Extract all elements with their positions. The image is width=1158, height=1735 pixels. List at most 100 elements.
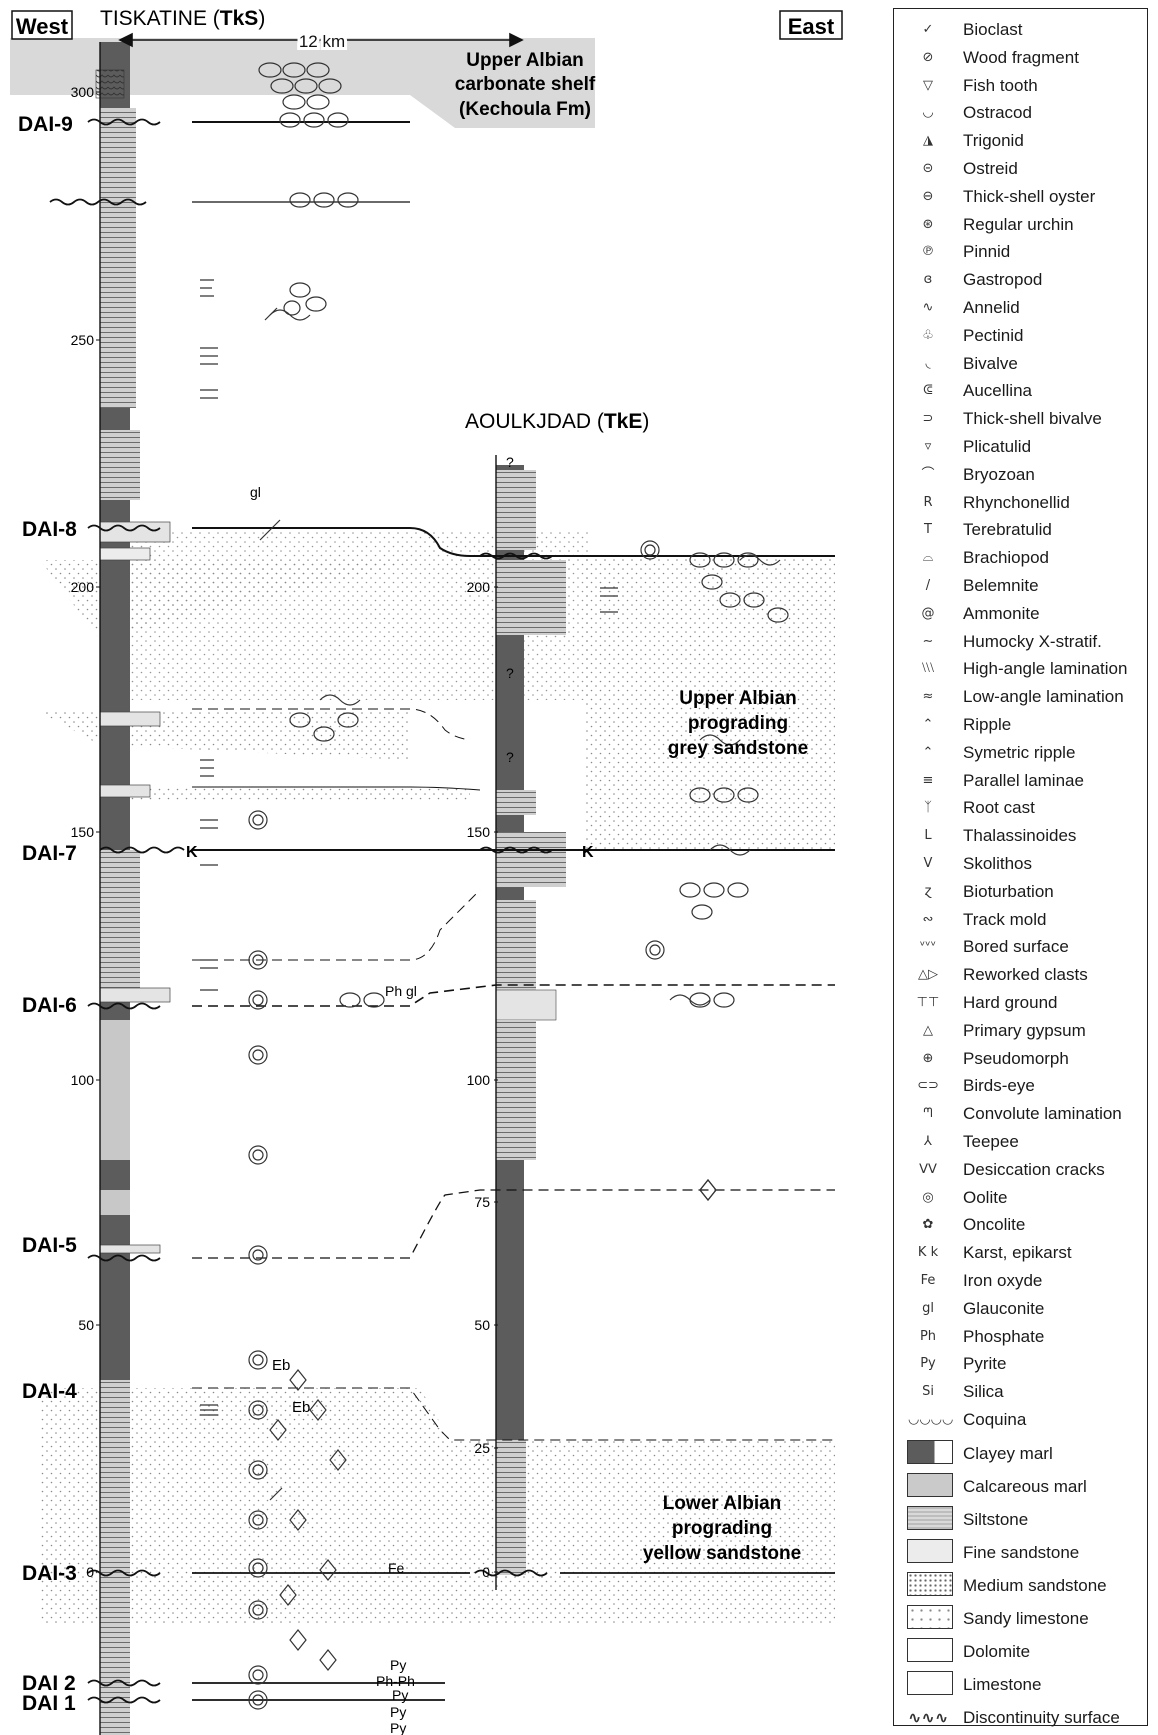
legend-row: ⌒Bryozoan bbox=[894, 462, 1149, 488]
legend-row: ▿Plicatulid bbox=[894, 434, 1149, 460]
phosphate-glauconite-label: Ph gl bbox=[385, 983, 417, 999]
legend-lithology-row: Sandy limestone bbox=[894, 1604, 1149, 1634]
legend-row: ⊝Ostreid bbox=[894, 156, 1149, 182]
eb-label-2: Eb bbox=[292, 1399, 310, 1416]
legend-label: Convolute lamination bbox=[963, 1104, 1122, 1124]
lithology-swatch bbox=[907, 1440, 953, 1464]
legend-symbol-icon: ∿ bbox=[908, 298, 948, 318]
legend-row: /Belemnite bbox=[894, 573, 1149, 599]
glauconite-label: gl bbox=[250, 484, 261, 500]
legend-label: Gastropod bbox=[963, 270, 1042, 290]
legend-label: Low-angle lamination bbox=[963, 687, 1124, 707]
legend-symbol-icon: ◮ bbox=[908, 131, 948, 151]
legend-discontinuity-row: ∿∿∿Discontinuity surface bbox=[894, 1705, 1149, 1731]
legend-lithology-label: Dolomite bbox=[963, 1642, 1030, 1662]
legend-symbol-icon: @ bbox=[908, 604, 948, 624]
legend-symbol-icon: ✓ bbox=[908, 20, 948, 40]
legend-symbol-icon: Ph bbox=[908, 1327, 948, 1347]
py-label-4: Py bbox=[390, 1720, 406, 1735]
legend-symbol-icon: V bbox=[908, 854, 948, 874]
py-label-3: Py bbox=[390, 1704, 406, 1720]
legend-label: Bryozoan bbox=[963, 465, 1035, 485]
legend-label: Bioturbation bbox=[963, 882, 1054, 902]
tke-tick-75: 75 bbox=[474, 1194, 490, 1210]
legend-row: ∿Annelid bbox=[894, 295, 1149, 321]
legend-symbol-icon: ⅄ bbox=[908, 1132, 948, 1152]
legend-label: Birds-eye bbox=[963, 1076, 1035, 1096]
legend-row: ∼Humocky X-stratif. bbox=[894, 629, 1149, 655]
karst-west: K bbox=[186, 844, 198, 861]
legend-symbol-icon: ⊘ bbox=[908, 48, 948, 68]
tke-tick-25: 25 bbox=[474, 1440, 490, 1456]
legend-label: Ostracod bbox=[963, 103, 1032, 123]
legend-row: ⊕Pseudomorph bbox=[894, 1046, 1149, 1072]
legend-symbol-icon: T bbox=[908, 520, 948, 540]
tke-scale-labels: 200 150 100 75 50 25 0 bbox=[467, 579, 491, 1580]
surface-dai-1: DAI 1 bbox=[22, 1692, 76, 1715]
question-mark-1: ? bbox=[506, 454, 514, 470]
legend-symbol-icon: / bbox=[908, 576, 948, 596]
legend-row: ◡Ostracod bbox=[894, 100, 1149, 126]
legend-symbol-icon: △ bbox=[908, 1021, 948, 1041]
legend-label: Ammonite bbox=[963, 604, 1040, 624]
legend-label: Teepee bbox=[963, 1132, 1019, 1152]
legend-symbol-icon: ⊝ bbox=[908, 159, 948, 179]
legend-row: ⌃Ripple bbox=[894, 712, 1149, 738]
tks-title: TISKATINE (TkS) bbox=[100, 7, 265, 30]
legend-symbol-icon: ⊕ bbox=[908, 1049, 948, 1069]
legend-lithology-row: Fine sandstone bbox=[894, 1538, 1149, 1568]
legend-lithology-row: Medium sandstone bbox=[894, 1571, 1149, 1601]
legend-symbol-icon: ⊤⊤ bbox=[908, 993, 948, 1013]
legend-label: Pinnid bbox=[963, 242, 1010, 262]
legend-lithology-label: Fine sandstone bbox=[963, 1543, 1079, 1563]
tks-scale-labels: 300 250 200 150 100 50 0 bbox=[71, 84, 95, 1580]
legend-row: ♧Pectinid bbox=[894, 323, 1149, 349]
legend-label: Phosphate bbox=[963, 1327, 1044, 1347]
lithology-swatch bbox=[907, 1473, 953, 1497]
tks-tick-100: 100 bbox=[71, 1072, 95, 1088]
legend-row: ⊂⊃Birds-eye bbox=[894, 1073, 1149, 1099]
yellow-line2: prograding bbox=[672, 1518, 772, 1539]
question-mark-2: ? bbox=[506, 665, 514, 681]
legend-label: Thick-shell bivalve bbox=[963, 409, 1102, 429]
yellow-line1: Lower Albian bbox=[663, 1493, 782, 1514]
legend-row: VSkolithos bbox=[894, 851, 1149, 877]
legend-symbol-icon: ▽ bbox=[908, 76, 948, 96]
legend-row: ▽Fish tooth bbox=[894, 73, 1149, 99]
legend-row: ⊘ Wood fragment bbox=[894, 45, 1149, 71]
west-label: West bbox=[16, 14, 69, 39]
surface-dai-6: DAI-6 bbox=[22, 994, 77, 1017]
fe-label: Fe bbox=[388, 1560, 405, 1576]
legend-row: ≈Low-angle lamination bbox=[894, 684, 1149, 710]
legend-symbol-icon: ⌓ bbox=[908, 548, 948, 568]
legend-label: Bivalve bbox=[963, 354, 1018, 374]
legend-label: Brachiopod bbox=[963, 548, 1049, 568]
legend-row: ∾Track mold bbox=[894, 907, 1149, 933]
legend-label: Regular urchin bbox=[963, 215, 1074, 235]
surface-dai-3: DAI-3 bbox=[22, 1562, 77, 1585]
legend-lithology-label: Siltstone bbox=[963, 1510, 1028, 1530]
legend-lithology-label: Limestone bbox=[963, 1675, 1041, 1695]
lithology-swatch bbox=[907, 1671, 953, 1695]
grey-line3: grey sandstone bbox=[668, 738, 808, 759]
legend-label: Aucellina bbox=[963, 381, 1032, 401]
legend-label: Wood fragment bbox=[963, 48, 1079, 68]
legend-symbol-icon: Fe bbox=[908, 1271, 948, 1291]
distance-label: 12 km bbox=[299, 32, 345, 51]
legend-row: ⅄ Teepee bbox=[894, 1129, 1149, 1155]
legend-symbol-icon: gl bbox=[908, 1299, 948, 1319]
legend-label: Bored surface bbox=[963, 937, 1069, 957]
tke-tick-150: 150 bbox=[467, 824, 491, 840]
tks-tick-200: 200 bbox=[71, 579, 95, 595]
legend-symbol-icon: ᘉ bbox=[908, 1104, 948, 1124]
legend-symbol-icon: ♧ bbox=[908, 326, 948, 346]
legend-label: Rhynchonellid bbox=[963, 493, 1070, 513]
legend-label: Hard ground bbox=[963, 993, 1058, 1013]
legend-symbol-icon: L bbox=[908, 826, 948, 846]
legend-symbol-icon: ◡◡◡◡ bbox=[908, 1410, 948, 1430]
legend-row: △▷Reworked clasts bbox=[894, 962, 1149, 988]
legend-symbol-icon: ✿ bbox=[908, 1215, 948, 1235]
tke-tick-0: 0 bbox=[482, 1564, 490, 1580]
